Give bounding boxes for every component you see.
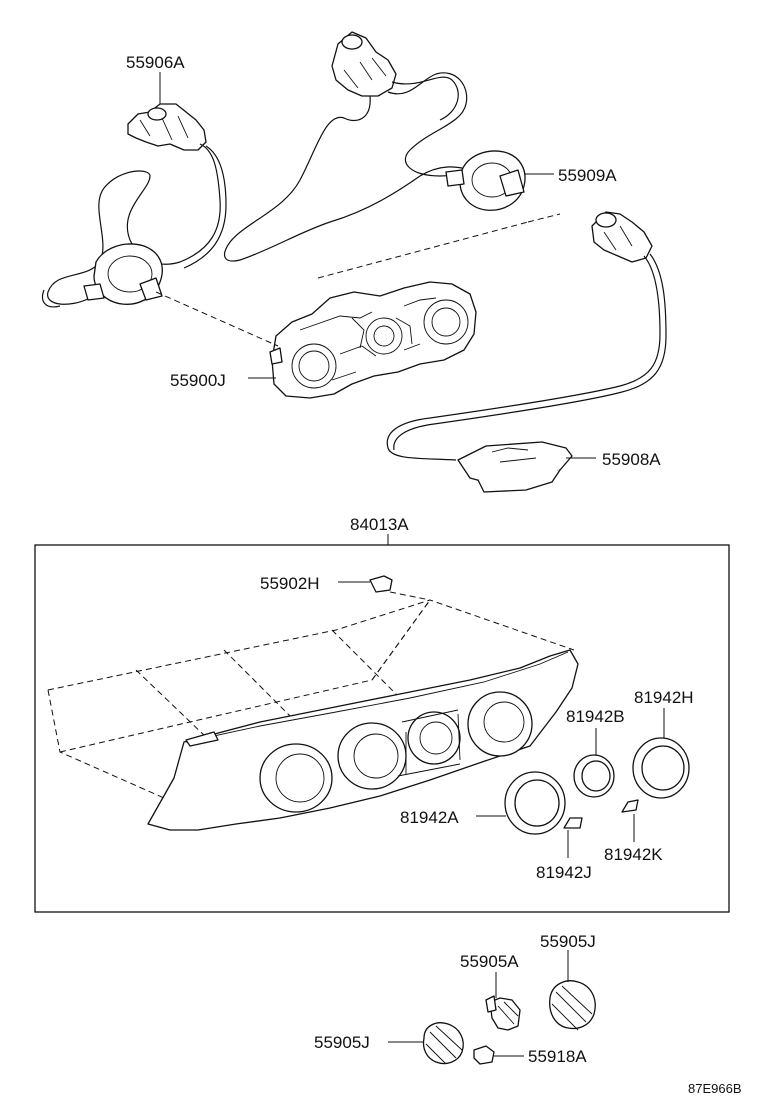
sensor-55908A [457,441,573,493]
ring-81942B [573,754,615,798]
label-55909A: 55909A [558,166,617,185]
cable-55908A [386,255,661,461]
label-55905J-left: 55905J [314,1033,370,1052]
label-81942K: 81942K [604,845,663,864]
clip-55902H [369,575,393,593]
knob-55905J-left [422,1022,464,1065]
knob-55905A [485,995,521,1031]
connector-55908A-plug [591,211,653,263]
control-panel-84013A [147,649,579,831]
label-55900J: 55900J [170,371,226,390]
label-55908A: 55908A [602,450,661,469]
ring-81942A [504,771,566,835]
control-base-55900J [269,281,477,399]
assembly-84013A-box [34,544,730,913]
label-81942J: 81942J [536,863,592,882]
label-81942B: 81942B [566,707,625,726]
label-81942A: 81942A [400,808,459,827]
connector-55906A [127,103,207,151]
connector-55909A-top [331,31,397,97]
ring-81942H [632,737,690,799]
cable-55906A [47,143,221,305]
cap-55918A [473,1045,495,1065]
cable-55909A [223,95,471,262]
label-84013A: 84013A [350,515,409,534]
tab-81942K [621,799,639,813]
leader-lines [159,72,665,1057]
label-55906A: 55906A [126,53,185,72]
label-55918A: 55918A [528,1047,587,1066]
label-55902H: 55902H [260,574,320,593]
label-55905J-top: 55905J [540,932,596,951]
label-55905A: 55905A [460,952,519,971]
dashed-guides [47,591,575,799]
knob-55905J-right [549,980,596,1031]
actuator-55909A [445,150,526,211]
actuator-left [83,243,163,305]
diagram-reference: 87E966B [688,1081,742,1096]
label-81942H: 81942H [634,688,694,707]
tab-81942J [563,817,583,829]
